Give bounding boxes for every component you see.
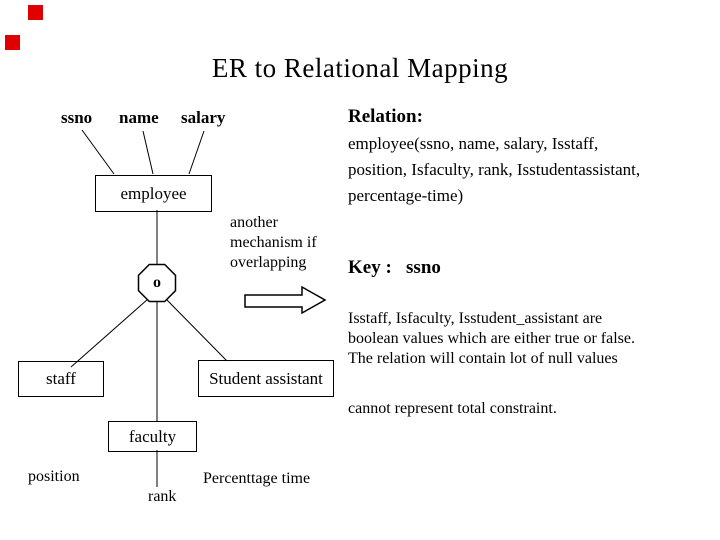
constraint-note: cannot represent total constraint. [348,400,557,417]
boolean-values-note-line: Isstaff, Isfaculty, Isstudent_assistant … [348,310,603,327]
key-note: Key : ssno [348,257,441,278]
overlap-note-line: another [230,214,278,231]
subclass-box-staff: staff [18,361,104,397]
subclass-label-faculty: faculty [128,426,177,446]
relation-definition-line: position, Isfaculty, rank, Isstudentassi… [348,160,641,179]
subclass-box-student-assistant: Student assistant [198,360,334,397]
decoration-red-square-bottom [5,35,20,50]
relation-heading: Relation: [348,106,423,127]
attribute-label-rank: rank [148,488,177,505]
category-octagon [137,263,177,303]
subclass-label-staff: staff [46,369,76,388]
attribute-label-salary: salary [181,108,226,127]
relation-definition-line: employee(ssno, name, salary, Isstaff, [348,134,599,153]
relation-definition-line: percentage-time) [348,186,464,205]
attribute-label-percentage-time: Percenttage time [203,470,311,487]
connector-line-salary [188,130,205,175]
connector-line-name [142,130,154,175]
slide-title: ER to Relational Mapping [211,53,509,83]
decoration-red-square-top [28,5,43,20]
boolean-values-note-line: The relation will contain lot of null va… [348,350,618,367]
relation-definition: employee(ssno, name, salary, Isstaff, po… [348,131,640,209]
right-arrow-icon [244,285,327,315]
attribute-label-ssno: ssno [61,108,93,127]
attribute-label-position: position [28,468,80,485]
connector-line-student-assistant [165,298,228,362]
entity-box-employee: employee [95,175,212,212]
boolean-values-note-line: boolean values which are either true or … [348,330,635,347]
boolean-values-note: Isstaff, Isfaculty, Isstudent_assistant … [348,309,635,369]
subclass-box-faculty: faculty [108,421,197,452]
overlap-note-line: mechanism if [230,234,317,251]
entity-label-employee: employee [120,183,187,203]
connector-line-staff [70,298,149,368]
attribute-label-name: name [119,108,159,127]
overlap-note: another mechanism if overlapping [230,213,317,273]
connector-line-ssno [81,129,115,175]
category-symbol-label: o [153,274,161,291]
subclass-label-student-assistant: Student assistant [209,368,323,388]
overlap-note-line: overlapping [230,254,307,271]
